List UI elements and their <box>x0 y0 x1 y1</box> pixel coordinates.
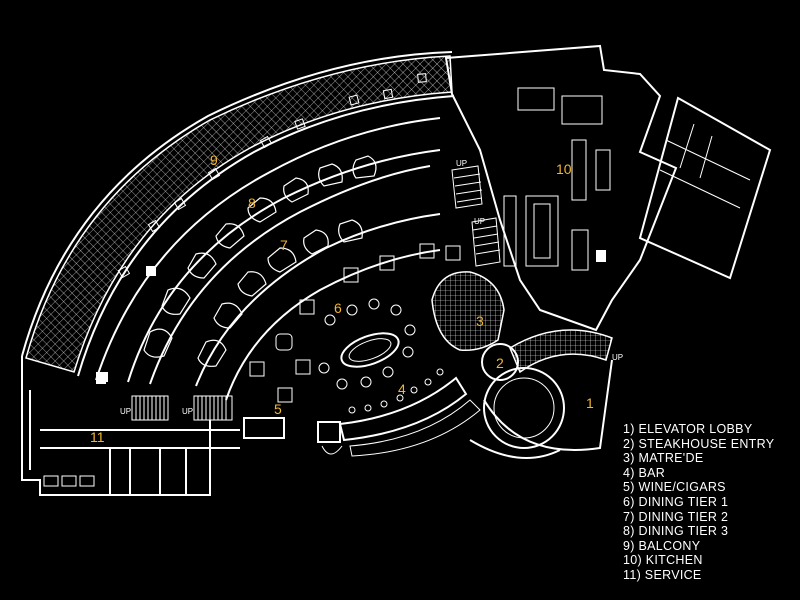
west-wall <box>21 356 211 496</box>
tier3-wall-inner <box>127 149 441 383</box>
kitchen-walls <box>444 44 678 332</box>
room-number-4: 4 <box>398 381 406 397</box>
legend-item: 9) BALCONY <box>623 538 701 553</box>
stair-mid-up-label: UP <box>474 217 485 226</box>
bar-counter <box>338 376 468 442</box>
elevator-lobby-inner <box>493 377 555 439</box>
legend-item: 1) ELEVATOR LOBBY <box>623 422 753 436</box>
inner-balcony-wall <box>77 95 455 377</box>
tier2-wall-inner <box>195 213 441 387</box>
room-number-2: 2 <box>496 355 504 371</box>
legend-item: 4) BAR <box>623 465 666 480</box>
room-number-8: 8 <box>248 195 256 211</box>
room-number-9: 9 <box>210 152 218 168</box>
service-walls <box>40 429 240 495</box>
legend-item: 11) SERVICE <box>623 567 702 582</box>
entry-ramp-up-label: UP <box>612 353 623 362</box>
room-number-11: 11 <box>90 429 105 445</box>
stair-kitchen-up-label: UP <box>456 159 467 168</box>
legend-item: 5) WINE/CIGARS <box>623 480 726 495</box>
legend-item: 2) STEAKHOUSE ENTRY <box>623 436 775 451</box>
wine-cigars-fixtures <box>100 372 343 455</box>
outer-wall <box>21 51 453 357</box>
stair-left <box>131 395 169 421</box>
stair-left-up-label: UP <box>120 407 131 416</box>
room-number-3: 3 <box>476 313 484 329</box>
tier1-tables <box>249 243 461 403</box>
tier3-wall-outer <box>95 117 441 381</box>
tier1-wall <box>225 249 441 401</box>
elevator-lobby-outer <box>483 367 565 449</box>
room-number-7: 7 <box>280 237 288 253</box>
room-number-6: 6 <box>334 300 342 316</box>
stair-middle <box>193 395 233 421</box>
legend-item: 10) KITCHEN <box>623 553 703 568</box>
stair-kitchen <box>451 165 483 209</box>
legend-item: 7) DINING TIER 2 <box>623 509 729 524</box>
room-number-1: 1 <box>586 395 594 411</box>
matrede-area <box>431 271 505 352</box>
tier2-wall-outer <box>149 165 431 385</box>
legend-item: 6) DINING TIER 1 <box>623 494 729 509</box>
room-number-5: 5 <box>274 401 282 417</box>
restroom-partitions <box>659 123 751 209</box>
service-fixtures <box>43 475 95 487</box>
entry-ramp <box>509 329 613 374</box>
room-legend: 1) ELEVATOR LOBBY 2) STEAKHOUSE ENTRY 3)… <box>623 422 774 583</box>
east-curve-wall <box>483 359 613 451</box>
balcony-area <box>25 55 453 373</box>
room-number-10: 10 <box>556 161 572 177</box>
stair-middle-up-label: UP <box>182 407 193 416</box>
lobby-wall <box>469 439 561 459</box>
legend-item: 8) DINING TIER 3 <box>623 524 729 539</box>
tier2-booths <box>197 219 363 367</box>
bar-stools <box>348 368 444 414</box>
legend-item: 3) MATRE'DE <box>623 451 704 466</box>
bar-backbar <box>349 399 481 457</box>
restroom-block <box>638 96 772 280</box>
kitchen-equipment <box>503 87 611 271</box>
tier3-booths <box>143 155 377 358</box>
stair-mid <box>471 217 501 267</box>
